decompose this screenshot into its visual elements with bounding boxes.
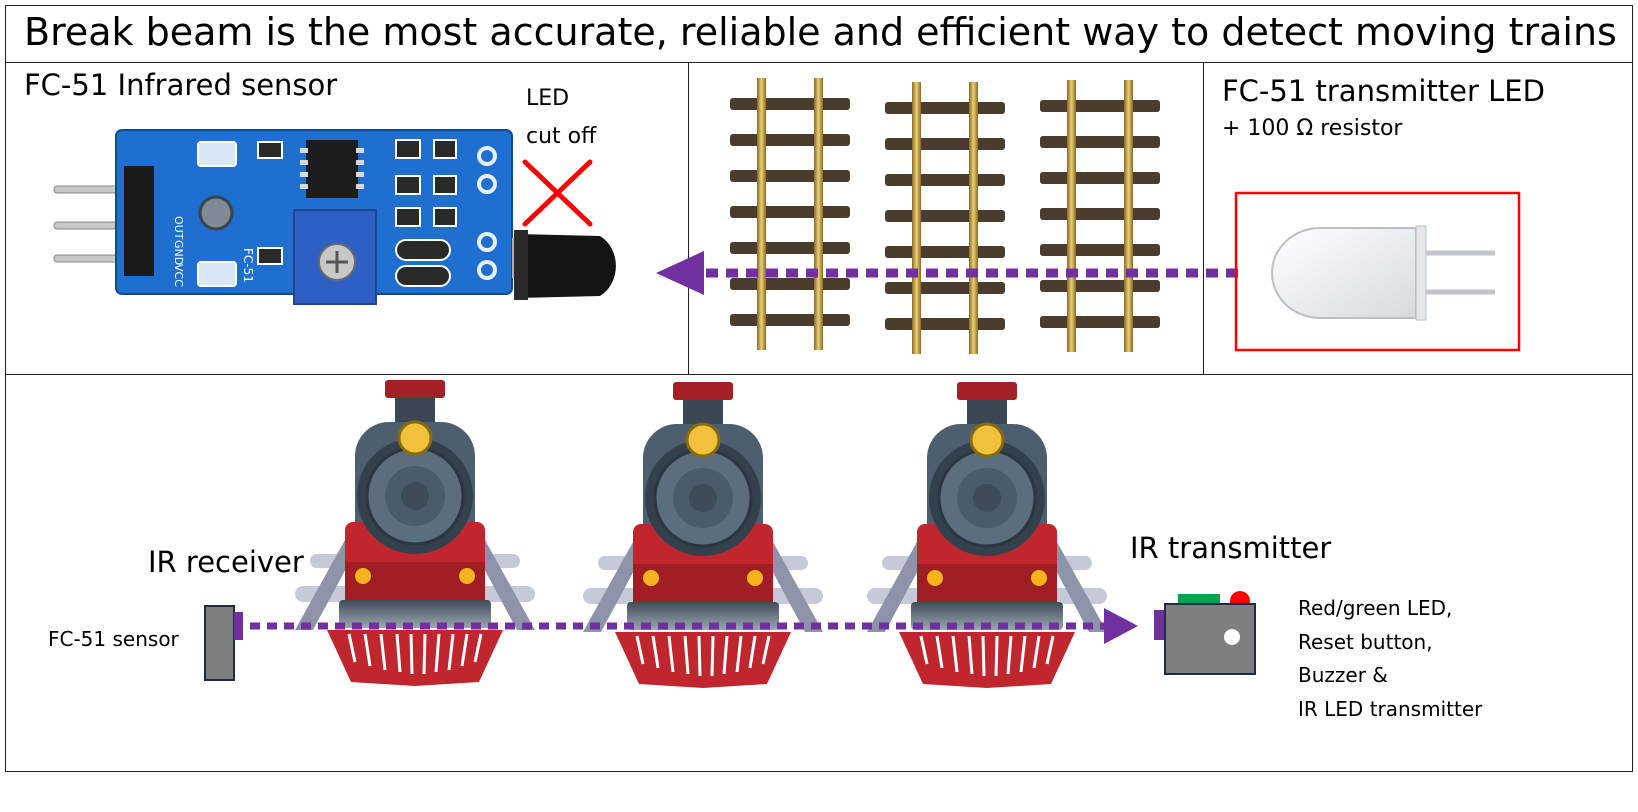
board-pin-gnd: GND	[172, 240, 185, 265]
fc51-board: OUT GND VCC FC-51	[53, 129, 513, 305]
transmitter-note-1: Red/green LED,	[1298, 596, 1453, 620]
transmitter-led	[1271, 225, 1495, 321]
track-1	[730, 78, 850, 350]
track-3	[1040, 80, 1160, 352]
ir-transmitter-box	[1154, 591, 1256, 675]
transmitter-title: IR transmitter	[1130, 531, 1332, 565]
transmitter-note-4: IR LED transmitter	[1298, 697, 1483, 721]
bottom-ir-beam	[250, 608, 1138, 644]
led-note-line1: LED	[526, 86, 570, 111]
receiver-label: FC-51 sensor	[48, 627, 179, 651]
board-pin-out: OUT	[172, 216, 185, 240]
transmitter-led-subtitle: + 100 Ω resistor	[1222, 116, 1403, 141]
board-pin-vcc: VCC	[172, 264, 185, 287]
page-title: Break beam is the most accurate, reliabl…	[24, 10, 1617, 54]
train-2	[581, 380, 825, 690]
track-2	[885, 82, 1005, 354]
receiver-title: IR receiver	[148, 545, 304, 579]
train-1	[293, 378, 537, 688]
cut-off-cross	[522, 159, 593, 227]
train-3	[865, 380, 1109, 690]
led-note-line2: cut off	[526, 124, 597, 149]
transmitter-led-title: FC-51 transmitter LED	[1222, 74, 1545, 108]
top-ir-beam	[656, 251, 1244, 295]
train-panel	[5, 374, 1633, 772]
ir-receiver-led	[512, 230, 616, 300]
transmitter-note-3: Buzzer &	[1298, 663, 1388, 687]
board-model-text: FC-51	[241, 248, 255, 283]
transmitter-note-2: Reset button,	[1298, 630, 1433, 654]
sensor-title: FC-51 Infrared sensor	[24, 68, 338, 102]
ir-receiver-box	[204, 605, 243, 681]
transmitter-led-highlight	[1234, 191, 1521, 352]
